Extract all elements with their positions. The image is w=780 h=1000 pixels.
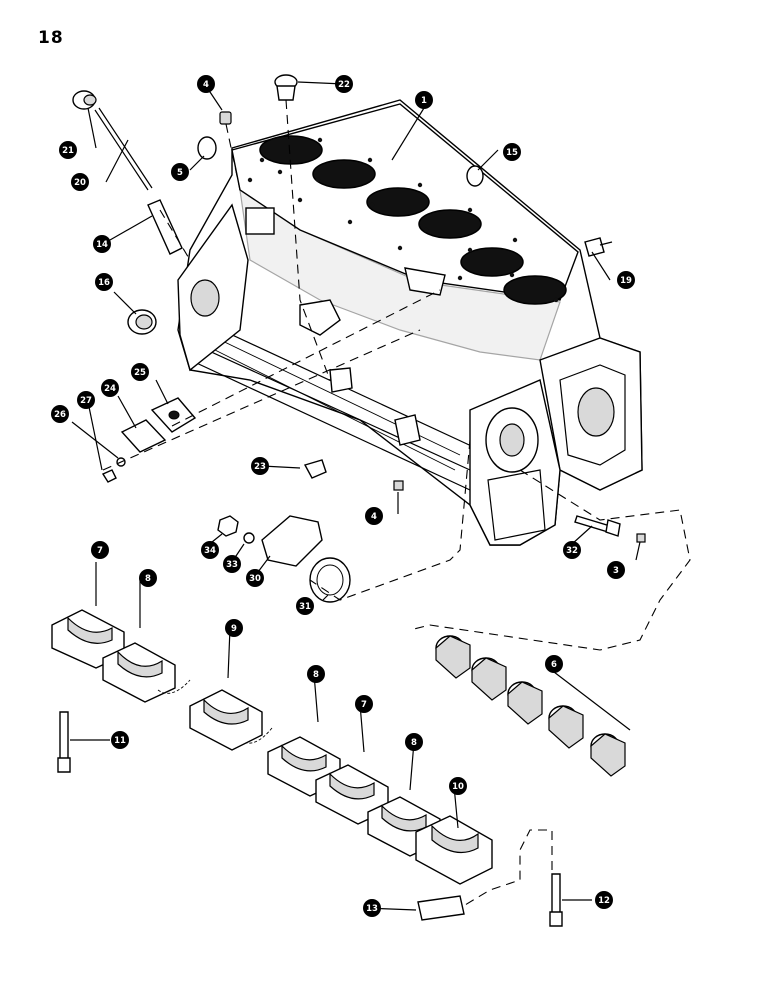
cap-screw-small — [101, 469, 117, 483]
svg-text:32: 32 — [566, 546, 578, 556]
svg-text:21: 21 — [62, 146, 74, 156]
svg-text:30: 30 — [249, 574, 261, 584]
callout-15: 15 — [503, 143, 521, 161]
svg-text:11: 11 — [114, 736, 126, 746]
callout-1: 1 — [415, 91, 433, 109]
page-number: 18 — [38, 28, 64, 48]
callout-14: 14 — [93, 235, 111, 253]
callout-27: 27 — [77, 391, 95, 409]
callout-19: 19 — [617, 271, 635, 289]
callout-8-middle: 8 — [307, 665, 325, 683]
callout-30: 30 — [246, 569, 264, 587]
callout-20: 20 — [71, 173, 89, 191]
callout-34: 34 — [201, 541, 219, 559]
svg-text:8: 8 — [411, 738, 417, 748]
expansion-plug-left — [197, 136, 217, 160]
cylinder-block — [177, 99, 643, 546]
svg-text:19: 19 — [620, 276, 632, 286]
callout-33: 33 — [223, 555, 241, 573]
svg-text:22: 22 — [338, 80, 350, 90]
pipe-plug-bottom — [393, 480, 404, 491]
cap-screw-large — [574, 515, 621, 537]
callout-11: 11 — [111, 731, 129, 749]
callout-24: 24 — [101, 379, 119, 397]
nut — [217, 515, 239, 537]
main-bearing-stud-right — [549, 873, 563, 927]
main-bearing-bolt-left — [57, 711, 71, 773]
expansion-plug-right — [466, 165, 484, 187]
svg-text:34: 34 — [204, 546, 216, 556]
svg-text:8: 8 — [313, 670, 319, 680]
svg-text:16: 16 — [98, 278, 110, 288]
svg-text:14: 14 — [96, 240, 108, 250]
assembly-lines — [102, 99, 691, 906]
fitting — [584, 237, 613, 257]
callout-8-left: 8 — [139, 569, 157, 587]
svg-text:8: 8 — [145, 574, 151, 584]
elbow-fitting — [303, 459, 327, 479]
callout-8-right: 8 — [405, 733, 423, 751]
callout-22: 22 — [335, 75, 353, 93]
opening-cover — [261, 515, 323, 567]
callout-9: 9 — [225, 619, 243, 637]
callout-16: 16 — [95, 273, 113, 291]
callout-26: 26 — [51, 405, 69, 423]
dipstick-tube — [147, 199, 183, 255]
callout-13: 13 — [363, 899, 381, 917]
svg-text:3: 3 — [613, 566, 619, 576]
svg-text:4: 4 — [371, 512, 377, 522]
dipstick — [94, 107, 153, 191]
svg-text:12: 12 — [598, 896, 610, 906]
callout-12: 12 — [595, 891, 613, 909]
svg-text:10: 10 — [452, 782, 464, 792]
callout-3: 3 — [607, 561, 625, 579]
svg-text:4: 4 — [203, 80, 209, 90]
svg-text:27: 27 — [80, 396, 92, 406]
callout-25: 25 — [131, 363, 149, 381]
callout-4-top: 4 — [197, 75, 215, 93]
cover-plate — [120, 419, 167, 453]
expansion-plug-rear — [127, 309, 157, 335]
svg-text:9: 9 — [231, 624, 237, 634]
callout-5: 5 — [171, 163, 189, 181]
svg-text:15: 15 — [506, 148, 518, 158]
svg-text:25: 25 — [134, 368, 146, 378]
svg-text:6: 6 — [551, 660, 557, 670]
callout-6: 6 — [545, 655, 563, 673]
dipstick-cap — [72, 90, 97, 110]
callout-10: 10 — [449, 777, 467, 795]
svg-text:7: 7 — [97, 546, 103, 556]
lock-plate — [417, 895, 465, 921]
svg-text:5: 5 — [177, 168, 183, 178]
callout-31: 31 — [296, 597, 314, 615]
svg-text:13: 13 — [366, 904, 378, 914]
svg-text:23: 23 — [254, 462, 266, 472]
dowel-pin — [636, 533, 646, 543]
svg-text:26: 26 — [54, 410, 66, 420]
callout-21: 21 — [59, 141, 77, 159]
callout-7-right: 7 — [355, 695, 373, 713]
callout-4-bottom: 4 — [365, 507, 383, 525]
camshaft-bearings — [435, 635, 626, 777]
svg-text:1: 1 — [421, 96, 427, 106]
svg-text:24: 24 — [104, 384, 116, 394]
breather-plug — [274, 74, 298, 101]
pipe-plug-top — [219, 111, 232, 125]
bearing-caps — [51, 609, 493, 885]
svg-text:7: 7 — [361, 700, 367, 710]
svg-text:20: 20 — [74, 178, 86, 188]
callout-32: 32 — [563, 541, 581, 559]
svg-text:31: 31 — [299, 602, 311, 612]
svg-text:33: 33 — [226, 560, 238, 570]
callout-7-left: 7 — [91, 541, 109, 559]
washer — [243, 532, 255, 544]
callout-23: 23 — [251, 457, 269, 475]
